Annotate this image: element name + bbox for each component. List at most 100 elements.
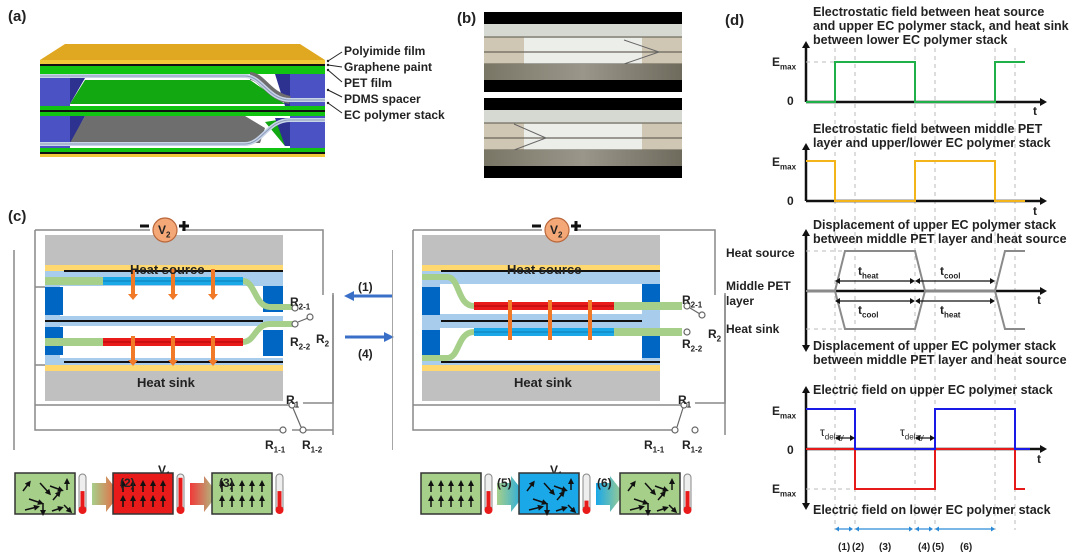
step-6-label: (6) [597, 476, 612, 490]
plot1-title-line2: and upper EC polymer stack, and heat sin… [813, 19, 1069, 33]
r2-1-label-right: R2-1 [682, 293, 703, 310]
dipole-random [39, 482, 52, 496]
plot3-title-bottom-line1: Displacement of upper EC polymer stack [813, 339, 1057, 353]
phase-2-label: (2) [852, 542, 865, 553]
ec-polymer-stack-bottom [40, 148, 325, 152]
plot4-lower-signal [806, 448, 1025, 490]
dipole-random [629, 504, 645, 511]
plot3-title-top-line1: Displacement of upper EC polymer stack [813, 218, 1057, 232]
dipole-random [528, 504, 544, 511]
t-cool-lower: tcool [858, 303, 879, 320]
dipole-state-sequence [14, 472, 692, 516]
dipole-random [654, 485, 669, 492]
plot1-signal [806, 61, 1025, 103]
photo-top [484, 12, 682, 92]
dipole-random [543, 482, 556, 496]
phase-6-label: (6) [960, 542, 973, 553]
plot3-y-arrow [802, 229, 810, 236]
pdms-spacer-left-upper [40, 74, 70, 106]
plot4-y-arrow-down [802, 503, 810, 510]
step-3-label: (3) [219, 476, 234, 490]
polyimide-film-top [40, 60, 325, 64]
voltage-source-v2 [544, 217, 570, 243]
plot1-ylabel-zero: 0 [787, 94, 794, 108]
graphene-paint-middle [40, 110, 325, 112]
v2-label-left: V2 [158, 223, 171, 240]
panel-a-label: (a) [8, 8, 27, 25]
plot3-ylabel-heat-source: Heat source [726, 246, 795, 260]
transition-arrows [344, 291, 394, 342]
layer-label-graphene: Graphene paint [344, 60, 433, 74]
plot4-xlabel: t [1037, 452, 1041, 466]
tau-delay-1: τdelay [820, 425, 844, 442]
r1-1-label-right: R1-1 [644, 438, 665, 455]
plot3-ylabel-layer: layer [726, 294, 755, 308]
polyimide-top-face [40, 44, 325, 60]
dipole-random [656, 506, 669, 512]
plot4-upper-signal [806, 408, 1030, 450]
plot3-title-top-line2: between middle PET layer and heat source [813, 232, 1067, 246]
plot1-title-line3: between lower EC polymer stack [813, 33, 1008, 47]
dipole-random [52, 490, 61, 501]
dipole-random [555, 506, 568, 512]
panel-a-layer-diagram [40, 44, 343, 157]
layer-label-pdms: PDMS spacer [344, 92, 421, 106]
r2-label-right: R2 [708, 327, 722, 344]
r2-label-left: R2 [316, 332, 330, 349]
plot2-ylabel-emax: Emax [772, 155, 797, 172]
graphene-paint-top [40, 64, 325, 66]
panel-c-label: (c) [8, 208, 27, 225]
dipole-random [633, 498, 649, 505]
phase-5-label: (5) [932, 542, 945, 553]
dipole-random [49, 485, 64, 492]
step-4-label: (4) [358, 347, 373, 361]
switch-r1-contact [288, 401, 296, 409]
heat-sink-label-left: Heat sink [137, 375, 195, 390]
transition-arrow-5 [497, 476, 525, 512]
dipole-random [567, 504, 577, 514]
layer-label-ec-polymer: EC polymer stack [344, 108, 445, 122]
plot1-x-arrow [1040, 98, 1047, 106]
state-box-polarized [211, 472, 273, 515]
plot3-title-bottom-line2: between middle PET layer and heat source [813, 353, 1067, 367]
dipole-random [657, 490, 666, 501]
r2-1-label-left: R2-1 [290, 295, 311, 312]
r1-label-right: R1 [678, 393, 692, 410]
plot3-ylabel-middle-pet: Middle PET [726, 279, 791, 293]
plot3-x-arrow [1040, 287, 1047, 295]
dipole-random [553, 485, 568, 492]
plot3-y-arrow-down [802, 345, 810, 352]
device-right-circuit [392, 217, 726, 450]
phase-4-label: (4) [918, 542, 931, 553]
polyimide-film-bottom [40, 154, 325, 157]
heat-sink-block [422, 371, 660, 401]
layer-label-polyimide: Polyimide film [344, 44, 426, 58]
panel-d-timing-diagrams [802, 41, 1047, 532]
dipole-random [668, 504, 678, 514]
switch-r2-2-contact [291, 320, 299, 328]
step-2-label: (2) [120, 476, 135, 490]
plot4-ylabel-emax-top: Emax [772, 404, 797, 421]
t-cool-upper: tcool [940, 264, 961, 281]
transition-arrow-6 [596, 476, 624, 512]
switch-r2-1-contact [291, 304, 299, 312]
plot2-ylabel-zero: 0 [787, 194, 794, 208]
plot4-ylabel-emax-bottom: Emax [772, 482, 797, 499]
dipole-random [627, 480, 636, 492]
r2-2-label-left: R2-2 [290, 335, 311, 352]
plot3-xlabel: t [1037, 293, 1041, 307]
plot1-y-arrow [802, 41, 810, 48]
plot2-signal [806, 160, 1025, 202]
dipole-random [644, 482, 657, 496]
tau-delay-2: τdelay [900, 425, 924, 442]
r1-1-label-left: R1-1 [265, 438, 286, 455]
phase-1-label: (1) [838, 542, 851, 553]
air-gap-lower [70, 116, 265, 143]
dipole-random [532, 498, 548, 505]
t-heat-upper: theat [858, 264, 879, 281]
dipole-random [22, 480, 31, 492]
plot2-title-line1: Electrostatic field between middle PET [813, 122, 1043, 136]
step-5-label: (5) [497, 476, 512, 490]
r1-2-label-right: R1-2 [682, 438, 703, 455]
v2-label-right: V2 [550, 223, 563, 240]
